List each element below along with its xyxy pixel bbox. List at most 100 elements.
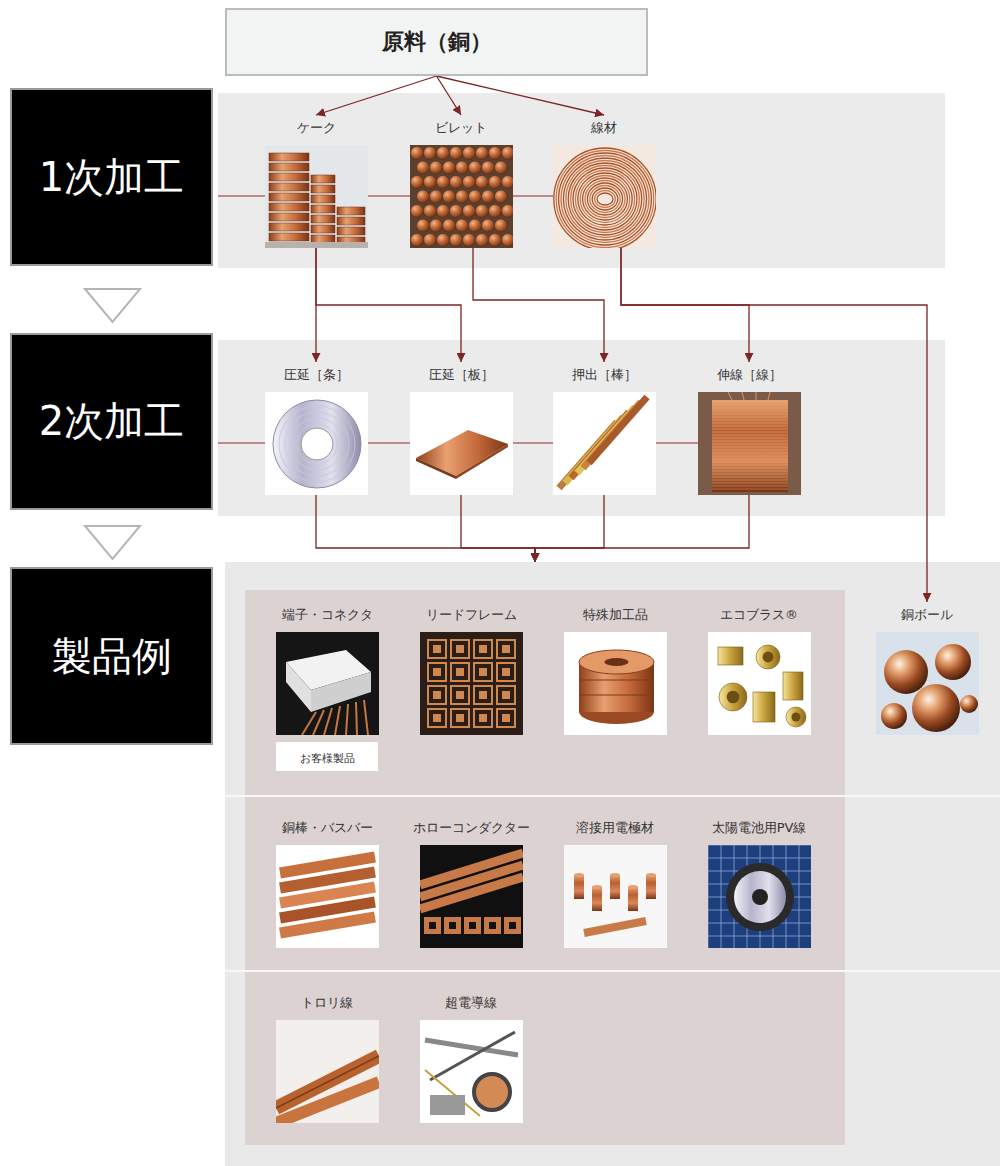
image-part — [579, 680, 654, 681]
electrode-piece — [574, 875, 584, 899]
image-part — [429, 922, 436, 929]
process-band: 2次加工圧延［条］圧延［板］押出［棒］伸線［線］ — [218, 340, 945, 516]
lead-frame — [451, 686, 469, 704]
copper-billet — [436, 176, 449, 189]
copper-billet — [442, 190, 455, 203]
copper-ball — [960, 695, 978, 713]
image-part — [712, 429, 788, 430]
lead-frame — [428, 640, 446, 658]
flow-connector — [437, 76, 605, 115]
copper-billet — [436, 234, 449, 247]
node-label: トロリ線 — [301, 993, 353, 1013]
lead-frame — [451, 709, 469, 727]
tag-box: お客様製品 — [276, 742, 378, 771]
product-photo — [553, 392, 656, 495]
image-part — [712, 444, 788, 445]
wire-coil — [585, 181, 625, 218]
product-photo — [265, 392, 368, 495]
copper-billet — [416, 161, 429, 174]
copper-billet — [501, 205, 513, 218]
product-item: 圧延［板］ — [391, 362, 531, 495]
copper-billet — [501, 147, 513, 160]
image-part — [456, 645, 464, 653]
copper-ball — [881, 703, 907, 729]
copper-billet — [429, 161, 442, 174]
copper-billet — [423, 205, 436, 218]
image-part — [712, 420, 788, 421]
product-photo — [876, 632, 979, 735]
copper-billet — [475, 147, 488, 160]
image-part — [712, 405, 788, 406]
photo-ground — [410, 392, 513, 495]
flow-connector — [621, 248, 927, 602]
flow-connector — [535, 495, 604, 562]
copper-billet — [429, 190, 442, 203]
photo-ground — [876, 632, 979, 735]
image-part — [489, 922, 496, 929]
superconducting-wire — [474, 1074, 510, 1110]
electrode-piece — [628, 887, 638, 911]
lead-frame — [474, 686, 492, 704]
copper-cake — [311, 205, 335, 213]
step-triangle — [85, 526, 140, 559]
copper-billet — [475, 205, 488, 218]
label-row: 太陽電池用PV線 — [689, 817, 829, 837]
image-part — [449, 922, 456, 929]
wire-coil — [553, 148, 655, 248]
image-part — [469, 922, 476, 929]
copper-wire — [324, 708, 332, 735]
image-part — [291, 418, 343, 470]
copper-billet — [462, 176, 475, 189]
copper-billet — [449, 205, 462, 218]
photo-ground — [276, 845, 379, 948]
label-row: 銅ボール — [857, 604, 997, 624]
copper-billet — [462, 234, 475, 247]
superconducting-wire — [430, 1032, 515, 1080]
image-part — [726, 691, 739, 704]
electrode-piece — [646, 875, 656, 899]
label-row: ホローコンダクター — [401, 817, 541, 837]
brass-fitting — [786, 707, 806, 727]
electrode-piece — [584, 921, 646, 933]
wire-coil — [558, 153, 651, 245]
image-part — [712, 465, 788, 466]
product-photo — [276, 845, 379, 948]
node-label: 伸線［線］ — [717, 365, 782, 385]
copper-cake — [311, 185, 335, 193]
image-part — [712, 438, 788, 439]
image-part — [712, 471, 788, 472]
image-part — [479, 645, 487, 653]
label-row: 線材 — [534, 117, 674, 137]
product-item: ビレット — [391, 115, 531, 248]
product-item: エコブラス® — [689, 602, 829, 735]
wire-coil — [577, 173, 631, 225]
node-label: 特殊加工品 — [583, 605, 648, 625]
copper-billet — [488, 176, 501, 189]
copper-wire — [335, 706, 340, 735]
source-label: 原料（銅） — [382, 10, 492, 74]
label-row: 圧延［板］ — [391, 364, 531, 384]
image-part — [456, 444, 508, 479]
image-part — [712, 486, 788, 487]
image-part — [430, 1095, 465, 1115]
image-part — [762, 652, 773, 663]
copper-billet — [436, 205, 449, 218]
lead-frame — [497, 663, 515, 681]
image-part — [646, 873, 656, 877]
copper-billet — [442, 219, 455, 232]
product-item: 線材 — [534, 115, 674, 248]
product-photo — [420, 845, 523, 948]
extruded-bar — [589, 397, 647, 463]
copper-billet — [416, 219, 429, 232]
hollow-conductor — [444, 917, 461, 934]
copper-billet — [494, 190, 507, 203]
flow-connector — [535, 495, 749, 562]
image-part — [712, 417, 788, 418]
product-photo — [708, 845, 811, 948]
copper-billet — [455, 219, 468, 232]
image-part — [712, 480, 788, 481]
copper-billet — [475, 176, 488, 189]
product-photo — [265, 145, 368, 248]
product-item: リードフレーム — [401, 602, 541, 735]
flow-connector — [621, 248, 749, 362]
